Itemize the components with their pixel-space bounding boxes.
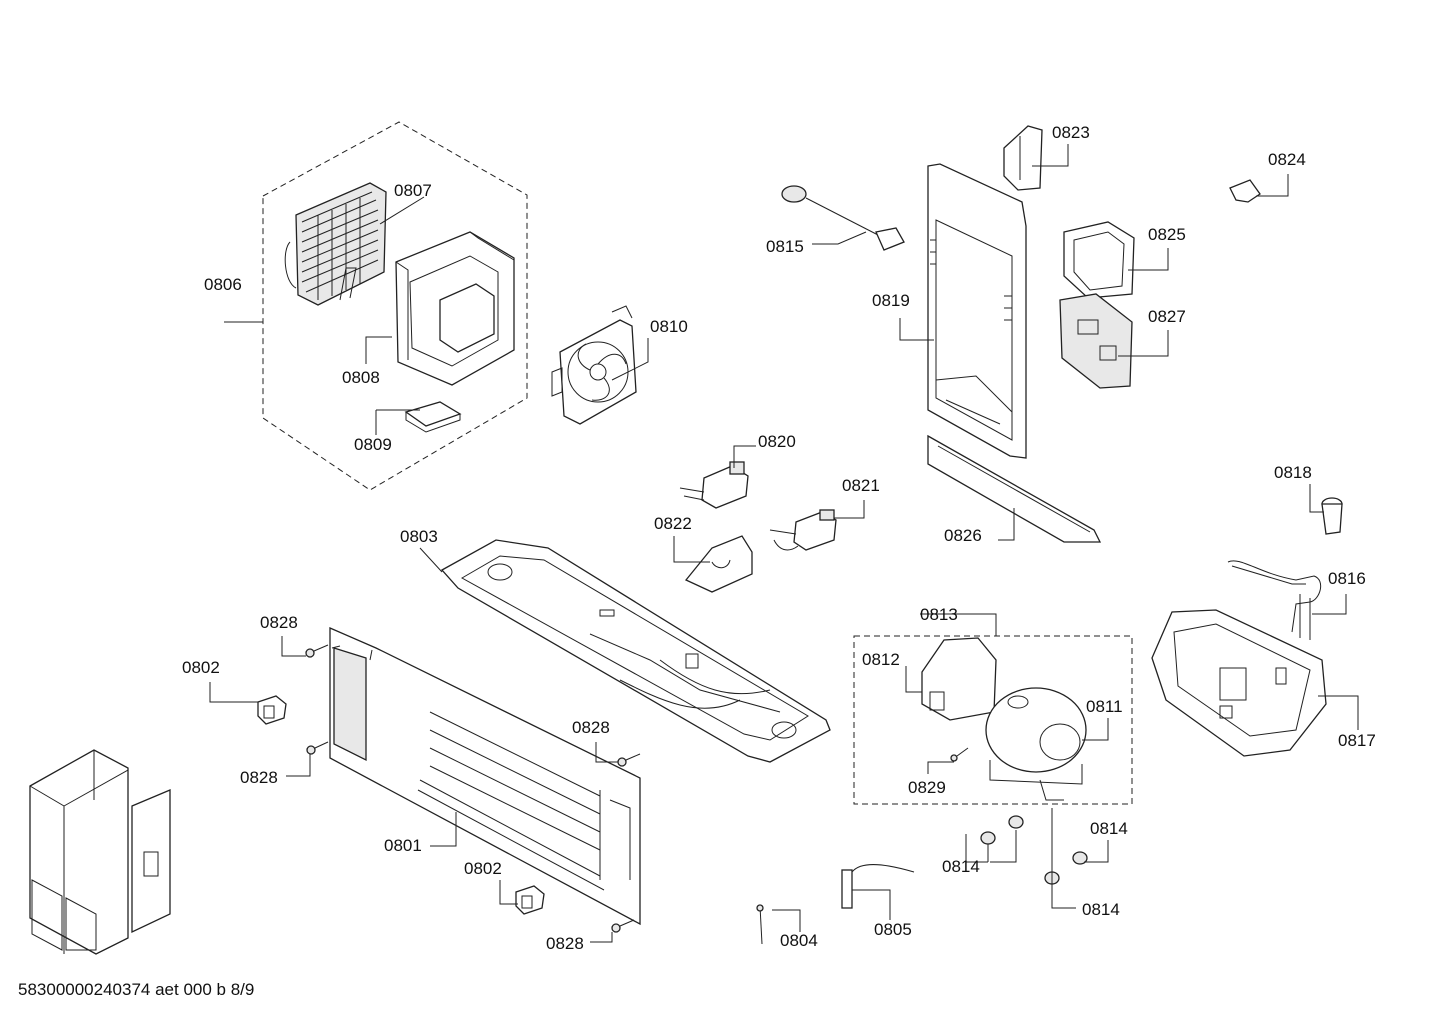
- part-0820-valve: [679, 461, 749, 509]
- part-0802-clip-lower: [515, 885, 545, 915]
- part-0802-clip-upper: [257, 695, 287, 725]
- label-0809: 0809: [354, 435, 392, 454]
- leader-lines: [209, 144, 1359, 943]
- part-0805-thermostat: [841, 864, 915, 909]
- label-0815: 0815: [766, 237, 804, 256]
- part-0810-condenser-fan: [551, 305, 637, 425]
- part-0828-screw-3: [617, 753, 641, 767]
- label-0828-b: 0828: [572, 718, 610, 737]
- label-0814-b: 0814: [942, 857, 980, 876]
- part-0815-cable: [781, 185, 905, 251]
- part-0829-screw: [950, 747, 969, 762]
- label-0816: 0816: [1328, 569, 1366, 588]
- label-0813: 0813: [920, 605, 958, 624]
- label-0811: 0811: [1086, 697, 1123, 716]
- part-0807-condenser-coil: [284, 182, 387, 306]
- label-0808: 0808: [342, 368, 380, 387]
- part-0822-valve-bracket: [684, 535, 753, 593]
- part-0811-compressor: [985, 687, 1087, 801]
- label-0824: 0824: [1268, 150, 1306, 169]
- label-0814-a: 0814: [1090, 819, 1128, 838]
- cabinet-thumbnail: [29, 749, 171, 955]
- part-0808-fan-shroud: [395, 231, 515, 386]
- label-0825: 0825: [1148, 225, 1186, 244]
- part-0823-control-module: [1003, 125, 1043, 191]
- label-0806: 0806: [204, 275, 242, 294]
- part-labels: 0806 0807 0808 0809 0810 0815 0819 0823 …: [182, 123, 1376, 953]
- part-0828-screw-1: [305, 644, 329, 658]
- group-0813-dashed-outline: [853, 635, 1133, 805]
- part-0817-compressor-tray: [1151, 609, 1327, 757]
- part-0826-drain-channel: [927, 434, 1102, 543]
- label-0828-c: 0828: [240, 768, 278, 787]
- part-0819-evaporator-cover: [927, 163, 1027, 459]
- part-0828-screw-2: [306, 741, 329, 755]
- part-0809-bracket: [404, 401, 462, 433]
- part-0818-fitting: [1321, 497, 1343, 535]
- label-0823: 0823: [1052, 123, 1090, 142]
- label-0814-c: 0814: [1082, 900, 1120, 919]
- label-0828-d: 0828: [546, 934, 584, 953]
- label-0812: 0812: [862, 650, 900, 669]
- drawing-code: 58300000240374 aet 000 b 8/9: [18, 980, 255, 999]
- label-0822: 0822: [654, 514, 692, 533]
- label-0802-a: 0802: [182, 658, 220, 677]
- part-0814-grommet-3: [1072, 851, 1088, 865]
- label-0829: 0829: [908, 778, 946, 797]
- label-0801: 0801: [384, 836, 422, 855]
- part-0825-electronics-housing: [1063, 221, 1135, 299]
- label-0818: 0818: [1274, 463, 1312, 482]
- label-0820: 0820: [758, 432, 796, 451]
- part-0816-heater-tube: [1227, 560, 1322, 640]
- part-0804-sensor: [756, 904, 764, 945]
- part-0814-grommet-1: [980, 831, 996, 845]
- label-0817: 0817: [1338, 731, 1376, 750]
- label-0807: 0807: [394, 181, 432, 200]
- label-0805: 0805: [874, 920, 912, 939]
- group-0806-dashed-outline: [262, 121, 528, 491]
- part-0801-rear-cover: [329, 627, 641, 926]
- label-0826: 0826: [944, 526, 982, 545]
- part-0812-relay-box: [921, 637, 997, 721]
- label-0828-a: 0828: [260, 613, 298, 632]
- label-0819: 0819: [872, 291, 910, 310]
- label-0827: 0827: [1148, 307, 1186, 326]
- part-0803-base-tray: [440, 539, 831, 763]
- label-0804: 0804: [780, 931, 818, 950]
- part-0828-screw-4: [611, 919, 635, 933]
- part-0827-control-board: [1059, 293, 1133, 389]
- part-0824-clip: [1229, 179, 1261, 203]
- part-0814-grommet-2: [1008, 815, 1024, 829]
- label-0810: 0810: [650, 317, 688, 336]
- label-0802-b: 0802: [464, 859, 502, 878]
- label-0803: 0803: [400, 527, 438, 546]
- label-0821: 0821: [842, 476, 880, 495]
- part-0821-valve: [769, 509, 837, 551]
